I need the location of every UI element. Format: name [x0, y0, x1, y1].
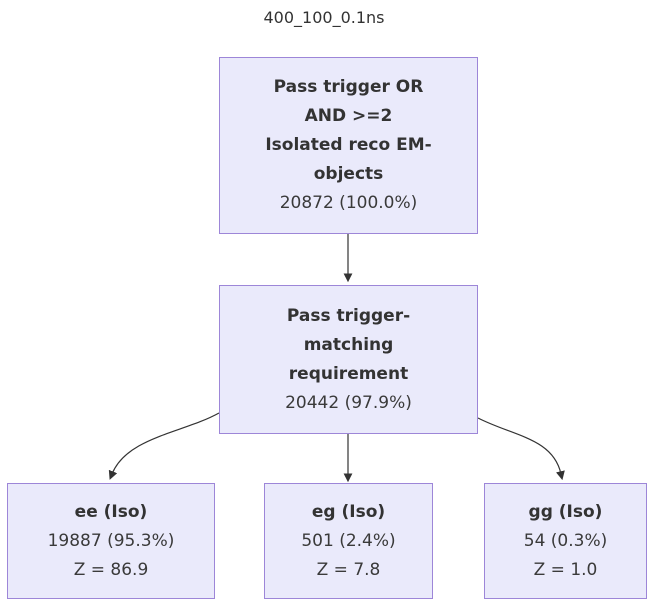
node-label-line: matching [303, 334, 394, 355]
node-label-line: gg (Iso) [528, 501, 603, 522]
node-count-value: 19887 (95.3%) [47, 530, 175, 551]
node-z-value: Z = 7.8 [316, 559, 381, 580]
node-count-value: 20442 (97.9%) [285, 392, 412, 413]
node-label-line: ee (Iso) [74, 501, 148, 522]
node-label-line: Isolated reco EM- [265, 135, 432, 155]
node-gg-iso: gg (Iso) 54 (0.3%) Z = 1.0 [484, 483, 647, 599]
node-z-value: Z = 1.0 [533, 559, 598, 580]
node-label-line: objects [313, 164, 384, 184]
node-count-value: 501 (2.4%) [301, 530, 396, 551]
diagram-title: 400_100_0.1ns [263, 8, 385, 27]
node-label-line: Pass trigger- [286, 305, 411, 326]
node-count-value: 54 (0.3%) [523, 530, 608, 551]
edge-match-to-ee-arrow [108, 412, 220, 480]
edge-match-to-gg-arrow [477, 417, 565, 481]
node-count-value: 20872 (100.0%) [279, 193, 418, 213]
node-label-line: AND >=2 [304, 106, 393, 126]
node-eg-iso: eg (Iso) 501 (2.4%) Z = 7.8 [264, 483, 433, 599]
node-ee-iso: ee (Iso) 19887 (95.3%) Z = 86.9 [7, 483, 215, 599]
node-pass-trigger-or: Pass trigger OR AND >=2 Isolated reco EM… [219, 57, 478, 234]
node-trigger-matching: Pass trigger- matching requirement 20442… [219, 285, 478, 434]
node-label-line: eg (Iso) [311, 501, 386, 522]
node-z-value: Z = 86.9 [73, 559, 149, 580]
node-label-line: requirement [288, 363, 409, 384]
node-label-line: Pass trigger OR [273, 77, 424, 97]
